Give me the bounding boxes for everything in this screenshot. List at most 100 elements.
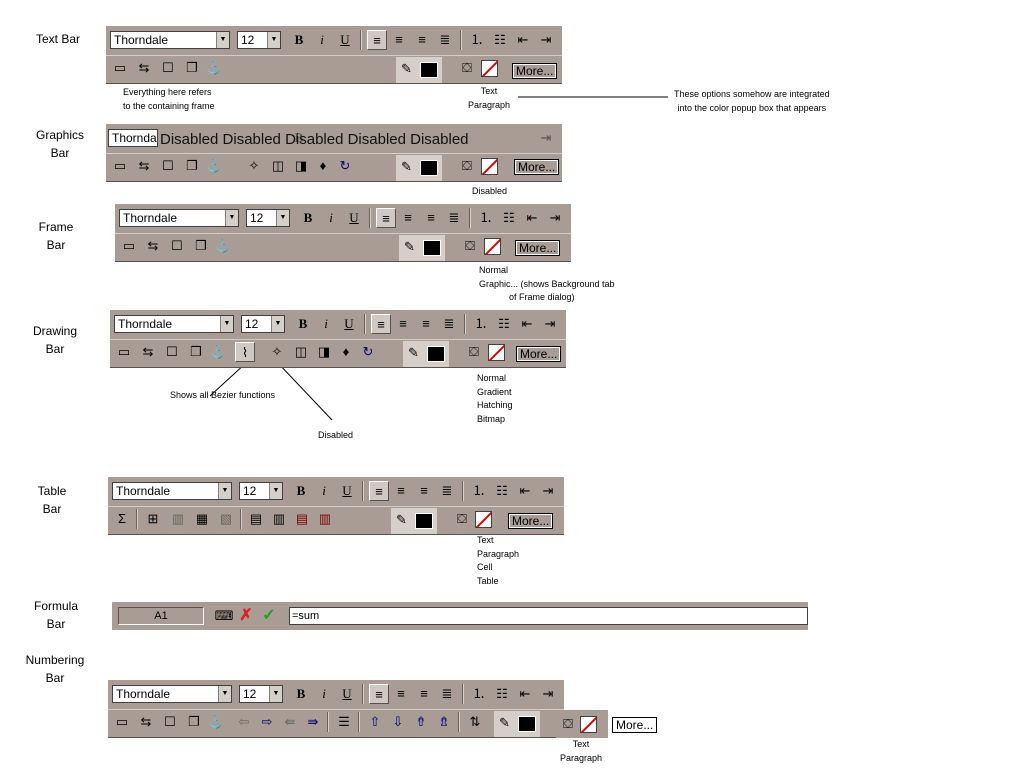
numbered-list-icon[interactable]: ⒈ xyxy=(479,210,493,225)
arrange-icon[interactable]: ❐ xyxy=(190,344,202,359)
sum-button[interactable]: Σ xyxy=(117,511,127,526)
fill-bucket-icon[interactable]: ⛋ xyxy=(457,511,467,526)
anchor-icon[interactable]: ⚓ xyxy=(207,714,225,729)
magic-wand-icon[interactable]: ✧ xyxy=(271,344,283,359)
anchor-icon[interactable]: ⚓ xyxy=(209,344,227,359)
bold-button[interactable]: B xyxy=(296,483,306,498)
anchor-icon[interactable]: ⚓ xyxy=(205,158,223,173)
line-color-button[interactable]: ✎ xyxy=(399,235,445,261)
font-name-select[interactable]: Thorndale▼ xyxy=(112,685,232,703)
accept-icon[interactable]: ✓ xyxy=(262,607,276,624)
italic-button[interactable]: i xyxy=(322,483,326,498)
justify-icon[interactable]: ≣ xyxy=(441,483,453,498)
more-button[interactable]: More... xyxy=(612,717,658,733)
align-center-icon[interactable]: ≡ xyxy=(399,316,407,331)
underline-button[interactable]: U xyxy=(349,210,359,225)
increase-indent-icon[interactable]: ⇥ xyxy=(549,210,561,225)
more-button[interactable]: More... xyxy=(514,159,560,175)
bold-button[interactable]: B xyxy=(303,210,313,225)
underline-button[interactable]: U xyxy=(342,483,352,498)
line-color-button[interactable]: ✎ xyxy=(396,57,442,83)
increase-indent-icon[interactable]: ⇥ xyxy=(542,686,554,701)
decrease-indent-icon[interactable]: ⇤ xyxy=(519,483,531,498)
table-border-icon[interactable]: ⊞ xyxy=(147,511,159,526)
more-button[interactable]: More... xyxy=(515,240,561,256)
decrease-indent-icon[interactable]: ⇤ xyxy=(517,32,529,47)
split-cells-icon[interactable]: ▦ xyxy=(195,511,209,526)
anchor-icon[interactable]: ⚓ xyxy=(214,238,232,253)
rotate-icon[interactable]: ↻ xyxy=(362,344,374,359)
align-left-icon[interactable]: ≡ xyxy=(371,314,391,334)
line-color-button[interactable]: ✎ xyxy=(391,508,437,534)
italic-button[interactable]: i xyxy=(329,210,333,225)
font-name-select[interactable]: Thorndale▼ xyxy=(112,482,232,500)
frame-link-icon[interactable]: ⇆ xyxy=(138,60,150,75)
frame-wrap-icon[interactable]: ▭ xyxy=(113,158,127,173)
frame-link-icon[interactable]: ⇆ xyxy=(142,344,154,359)
italic-button[interactable]: i xyxy=(322,686,326,701)
font-size-select[interactable]: 12▼ xyxy=(241,315,285,333)
line-color-button[interactable]: ✎ xyxy=(396,155,442,181)
justify-icon[interactable]: ≣ xyxy=(448,210,460,225)
numbered-list-icon[interactable]: ⒈ xyxy=(470,32,484,47)
bullet-list-icon[interactable]: ☷ xyxy=(496,483,508,498)
formula-input[interactable]: =sum xyxy=(289,607,808,625)
arrange-icon[interactable]: ❐ xyxy=(188,714,200,729)
align-right-icon[interactable]: ≡ xyxy=(420,686,428,701)
line-color-button[interactable]: ✎ xyxy=(403,341,449,367)
frame-border-icon[interactable]: ☐ xyxy=(171,238,183,253)
cell-reference-field[interactable]: A1 xyxy=(118,607,204,625)
align-center-icon[interactable]: ≡ xyxy=(397,483,405,498)
align-left-icon[interactable]: ≡ xyxy=(369,684,389,704)
increase-indent-icon[interactable]: ⇥ xyxy=(542,483,554,498)
justify-icon[interactable]: ≣ xyxy=(441,686,453,701)
align-center-icon[interactable]: ≡ xyxy=(404,210,412,225)
more-button[interactable]: More... xyxy=(512,63,558,79)
italic-button[interactable]: i xyxy=(320,32,324,47)
frame-link-icon[interactable]: ⇆ xyxy=(138,158,150,173)
bullet-list-icon[interactable]: ☷ xyxy=(496,686,508,701)
move-up-icon[interactable]: ⇧ xyxy=(369,714,381,729)
background-color-icon[interactable] xyxy=(580,716,597,733)
fill-bucket-icon[interactable]: ⛋ xyxy=(462,60,472,75)
numbered-list-icon[interactable]: ⒈ xyxy=(474,316,488,331)
align-center-icon[interactable]: ≡ xyxy=(395,32,403,47)
arrange-icon[interactable]: ❐ xyxy=(195,238,207,253)
cancel-icon[interactable]: ✗ xyxy=(239,607,253,624)
more-button[interactable]: More... xyxy=(508,513,554,529)
bullet-list-icon[interactable]: ☷ xyxy=(494,32,506,47)
align-right-icon[interactable]: ≡ xyxy=(420,483,428,498)
decrease-indent-icon[interactable]: ⇤ xyxy=(519,686,531,701)
font-name-select[interactable]: Thorndale▼ xyxy=(119,209,239,227)
frame-wrap-icon[interactable]: ▭ xyxy=(122,238,136,253)
frame-border-icon[interactable]: ☐ xyxy=(166,344,178,359)
bullet-list-icon[interactable]: ☷ xyxy=(498,316,510,331)
frame-link-icon[interactable]: ⇆ xyxy=(140,714,152,729)
delete-row-icon[interactable]: ▤ xyxy=(295,511,309,526)
frame-link-icon[interactable]: ⇆ xyxy=(147,238,159,253)
align-left-icon[interactable]: ≡ xyxy=(376,208,396,228)
underline-button[interactable]: U xyxy=(344,316,354,331)
move-up-subpoints-icon[interactable]: ⇮ xyxy=(415,714,427,729)
fill-bucket-icon[interactable]: ⛋ xyxy=(465,238,475,253)
bold-button[interactable]: B xyxy=(296,686,306,701)
light-icon[interactable]: ♦ xyxy=(342,344,350,359)
magic-wand-icon[interactable]: ✧ xyxy=(248,158,260,173)
align-left-icon[interactable]: ≡ xyxy=(369,481,389,501)
flip-icon[interactable]: ◫ xyxy=(271,158,285,173)
restart-numbering-icon[interactable]: ⇅ xyxy=(469,714,481,729)
more-button[interactable]: More... xyxy=(516,346,562,362)
formula-icon[interactable]: ⌨ xyxy=(214,608,234,623)
background-color-icon[interactable] xyxy=(484,238,501,255)
background-color-icon[interactable] xyxy=(481,60,498,77)
font-name-select[interactable]: Thorndale▼ xyxy=(114,315,234,333)
insert-row-icon[interactable]: ▤ xyxy=(249,511,263,526)
insert-column-icon[interactable]: ▥ xyxy=(272,511,286,526)
decrease-indent-icon[interactable]: ⇤ xyxy=(521,316,533,331)
fill-bucket-icon[interactable]: ⛋ xyxy=(469,344,479,359)
mirror-icon[interactable]: ◨ xyxy=(317,344,331,359)
fill-bucket-icon[interactable]: ⛋ xyxy=(563,716,573,731)
demote-icon[interactable]: ⇨ xyxy=(261,714,273,729)
background-color-icon[interactable] xyxy=(481,158,498,175)
promote-icon[interactable]: ⇦ xyxy=(238,714,250,729)
